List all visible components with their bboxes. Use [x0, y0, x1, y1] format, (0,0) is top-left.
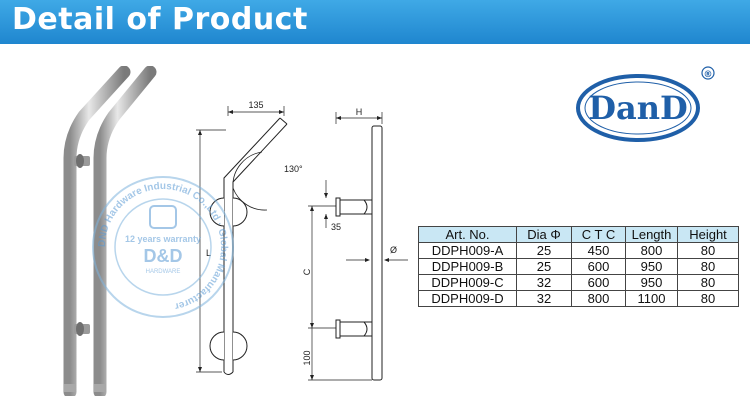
cell-dia: 25 [516, 258, 572, 275]
cell-length: 800 [625, 242, 678, 259]
dand-logo: DanD ® [576, 66, 715, 142]
header-ctc: C T C [571, 226, 626, 243]
registered-mark: ® [704, 70, 713, 80]
cell-art-no: DDPH009-A [418, 242, 517, 259]
cell-dia: 32 [516, 274, 572, 291]
dim-dia-label: Ø [390, 245, 397, 255]
table-row: DDPH009-B 25 600 950 80 [418, 258, 739, 275]
cell-dia: 25 [516, 242, 572, 259]
dim-100-label: 100 [302, 350, 312, 365]
dim-C-label: C [302, 268, 312, 275]
watermark-warranty: 12 years warranty [125, 234, 201, 244]
cell-art-no: DDPH009-C [418, 274, 517, 291]
cell-length: 950 [625, 258, 678, 275]
cell-ctc: 450 [571, 242, 626, 259]
table-row: DDPH009-A 25 450 800 80 [418, 242, 739, 259]
cell-height: 80 [677, 242, 739, 259]
header-length: Length [625, 226, 678, 243]
watermark-brand: D&D [144, 246, 183, 266]
cell-art-no: DDPH009-D [418, 290, 517, 307]
cell-height: 80 [677, 274, 739, 291]
spec-table: Art. No. Dia Φ C T C Length Height DDPH0… [418, 226, 739, 307]
header-banner: Detail of Product [0, 0, 750, 44]
cell-ctc: 600 [571, 258, 626, 275]
cell-ctc: 600 [571, 274, 626, 291]
header-dia: Dia Φ [516, 226, 572, 243]
dim-35-label: 35 [331, 222, 341, 232]
product-photo [63, 66, 157, 396]
dim-H-label: H [356, 107, 363, 117]
technical-drawing: 135 130° L H 35 C 100 Ø [196, 100, 408, 381]
cell-dia: 32 [516, 290, 572, 307]
cell-length: 1100 [625, 290, 678, 307]
page-title: Detail of Product [12, 2, 308, 37]
cell-ctc: 800 [571, 290, 626, 307]
table-row: DDPH009-C 32 600 950 80 [418, 274, 739, 291]
cell-height: 80 [677, 258, 739, 275]
watermark-sub: HARDWARE [146, 269, 181, 275]
header-height: Height [677, 226, 739, 243]
cell-height: 80 [677, 290, 739, 307]
cell-art-no: DDPH009-B [418, 258, 517, 275]
table-header-row: Art. No. Dia Φ C T C Length Height [418, 226, 739, 243]
dim-L-label: L [206, 248, 211, 258]
table-row: DDPH009-D 32 800 1100 80 [418, 290, 739, 307]
watermark-stamp: DND Hardware Industrial Co.,Ltd · Global… [92, 176, 234, 318]
header-art-no: Art. No. [418, 226, 517, 243]
dim-135-label: 135 [248, 100, 263, 110]
dim-angle-label: 130° [284, 164, 303, 174]
cell-length: 950 [625, 274, 678, 291]
logo-text: DanD [588, 89, 688, 127]
